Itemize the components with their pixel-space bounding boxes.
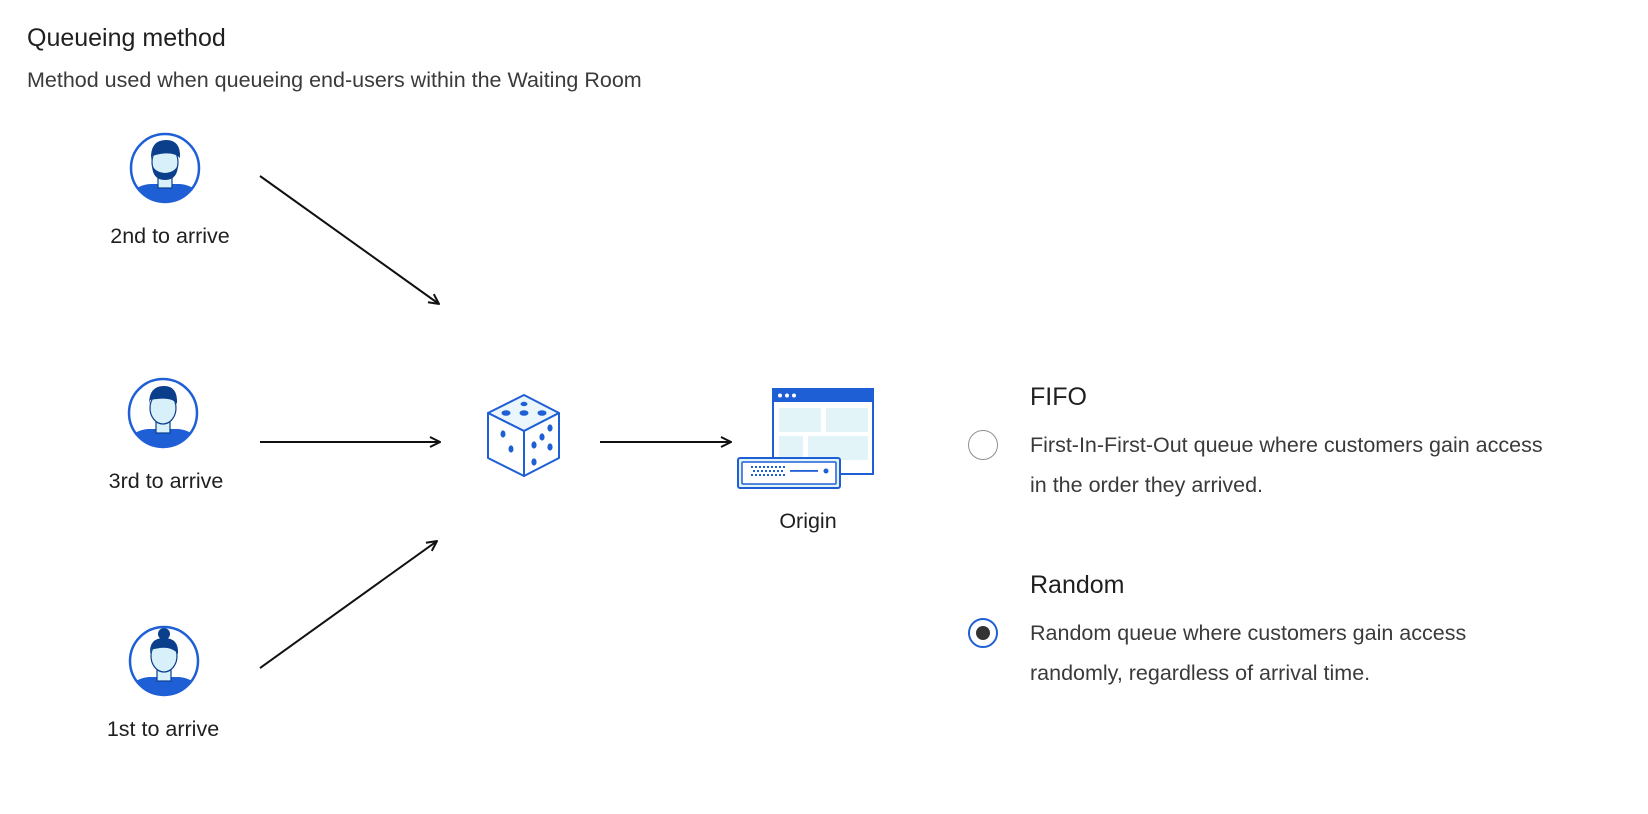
origin-label: Origin (779, 509, 837, 533)
dice-icon (487, 394, 560, 477)
fifo-title: FIFO (1030, 383, 1087, 411)
queue-diagram (127, 132, 874, 697)
user-label-3rd: 3rd to arrive (108, 469, 224, 493)
arrow-2nd-to-randomizer (259, 175, 439, 304)
random-radio[interactable] (968, 618, 998, 648)
man-with-beard-avatar-icon (129, 132, 201, 204)
arrow-1st-to-randomizer (259, 541, 437, 669)
man-avatar-icon (127, 377, 199, 449)
random-title: Random (1030, 571, 1125, 599)
random-description: Random queue where customers gain access… (1030, 621, 1467, 685)
fifo-radio[interactable] (968, 430, 998, 460)
section-title: Queueing method (27, 24, 226, 52)
woman-avatar-icon (128, 625, 200, 697)
fifo-description: First-In-First-Out queue where customers… (1030, 433, 1543, 497)
section-subtitle: Method used when queueing end-users with… (27, 68, 642, 92)
origin-server-icon (737, 388, 874, 489)
user-label-2nd: 2nd to arrive (110, 224, 230, 248)
user-label-1st: 1st to arrive (106, 717, 220, 741)
